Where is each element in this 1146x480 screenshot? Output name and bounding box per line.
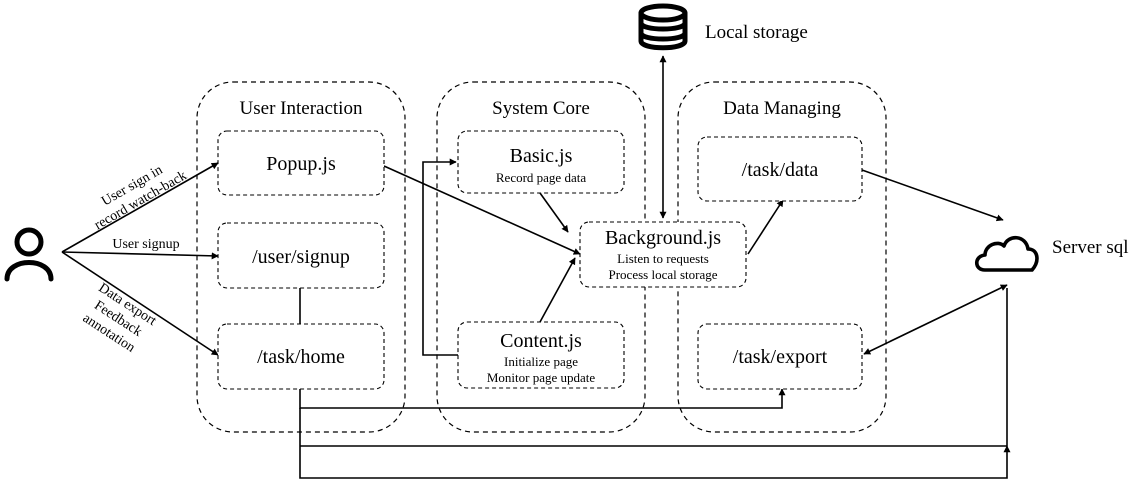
edge-task-data-server	[861, 169, 1004, 222]
edge-label-home: Data export Feedback annotation	[80, 281, 159, 356]
node-background-sub-2: Process local storage	[608, 267, 717, 282]
edge-user-popup	[61, 162, 219, 253]
node-content	[457, 321, 625, 389]
node-user-signup-title: /user/signup	[252, 246, 350, 268]
edge-user-signup	[61, 251, 219, 260]
group-title-system-core: System Core	[492, 98, 590, 119]
edge-basic-background	[539, 192, 569, 233]
node-background	[579, 221, 747, 288]
node-task-data	[697, 136, 863, 202]
node-background-title: Background.js	[605, 227, 721, 249]
database-icon	[638, 3, 688, 51]
edge-content-basic-bracket	[422, 158, 458, 356]
cloud-icon	[974, 235, 1039, 272]
edge-content-background	[539, 257, 576, 323]
edge-background-task-data	[747, 199, 784, 255]
group-title-user-interaction: User Interaction	[240, 98, 363, 119]
group-system-core	[436, 81, 646, 433]
group-title-data-managing: Data Managing	[723, 98, 841, 119]
node-task-data-title: /task/data	[742, 159, 819, 181]
node-basic	[457, 130, 625, 194]
node-popup	[217, 130, 385, 196]
node-task-export	[697, 323, 863, 390]
node-basic-title: Basic.js	[510, 145, 573, 167]
node-popup-title: Popup.js	[266, 153, 336, 175]
node-content-title: Content.js	[500, 330, 582, 352]
edge-user-task-home	[61, 251, 219, 356]
node-content-sub-1: Initialize page	[504, 354, 578, 369]
group-user-interaction	[196, 81, 406, 433]
server-sql-label: Server sql	[1052, 237, 1129, 258]
node-task-home	[217, 323, 385, 390]
edge-label-signup: User signup	[112, 237, 179, 252]
node-basic-sub-1: Record page data	[496, 170, 586, 185]
node-task-home-title: /task/home	[257, 346, 345, 368]
user-icon	[4, 227, 54, 282]
edge-popup-background	[383, 165, 581, 255]
node-user-signup	[217, 222, 385, 289]
edge-signup-server	[299, 408, 1011, 479]
node-background-sub-1: Listen to requests	[617, 251, 709, 266]
node-content-sub-2: Monitor page update	[487, 370, 596, 385]
edge-label-popup: User sign in record watch-back	[92, 163, 189, 234]
edge-server-task-export	[863, 284, 1008, 355]
node-task-export-title: /task/export	[733, 346, 828, 368]
local-storage-label: Local storage	[705, 22, 808, 43]
